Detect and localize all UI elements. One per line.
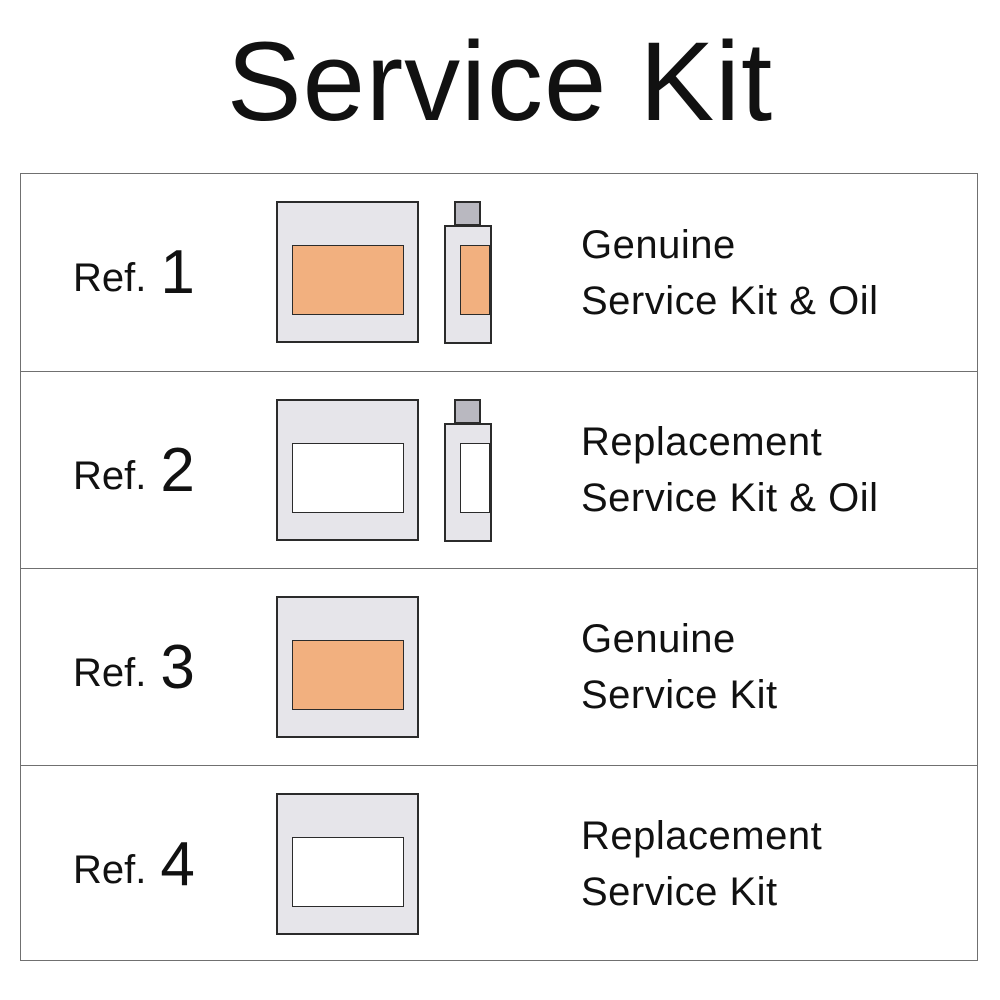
description-line-2: Service Kit & Oil <box>581 278 879 323</box>
ref-label: Ref. 3 <box>73 569 195 765</box>
oil-bottle-cap-icon <box>454 201 481 226</box>
service-kit-box-icon <box>276 793 419 935</box>
service-kit-table: Ref. 1 Genuine Service Kit & Oil Ref. 2 … <box>20 173 978 961</box>
bottle-label-panel <box>460 245 490 315</box>
ref-number: 2 <box>160 435 195 505</box>
kit-label-panel <box>292 837 404 907</box>
table-row: Ref. 1 Genuine Service Kit & Oil <box>21 174 977 371</box>
page-title: Service Kit <box>226 19 774 144</box>
kit-label-panel <box>292 640 404 710</box>
ref-number: 3 <box>160 632 195 702</box>
kit-label-panel <box>292 245 404 315</box>
oil-bottle-cap-icon <box>454 399 481 424</box>
description-line-1: Genuine <box>581 222 736 267</box>
description-line-1: Genuine <box>581 617 736 661</box>
ref-word: Ref. <box>73 256 147 300</box>
ref-label: Ref. 4 <box>73 766 195 962</box>
description-line-2: Service Kit <box>581 870 778 914</box>
description-line-1: Replacement <box>581 420 823 464</box>
table-row: Ref. 3 Genuine Service Kit <box>21 568 977 765</box>
ref-word: Ref. <box>73 453 147 498</box>
table-row: Ref. 4 Replacement Service Kit <box>21 765 977 962</box>
service-kit-box-icon <box>276 201 419 343</box>
kit-description: Replacement Service Kit & Oil <box>581 372 878 568</box>
kit-description: Replacement Service Kit <box>581 766 822 962</box>
oil-bottle-icon <box>444 225 492 344</box>
ref-number: 1 <box>160 238 195 307</box>
table-row: Ref. 2 Replacement Service Kit & Oil <box>21 371 977 568</box>
service-kit-box-icon <box>276 596 419 738</box>
description-line-2: Service Kit <box>581 673 778 717</box>
service-kit-box-icon <box>276 399 419 541</box>
kit-label-panel <box>292 443 404 513</box>
ref-label: Ref. 2 <box>73 372 195 568</box>
description-line-2: Service Kit & Oil <box>581 476 879 520</box>
ref-label: Ref. 1 <box>73 174 195 371</box>
oil-bottle-icon <box>444 423 492 542</box>
ref-word: Ref. <box>73 847 147 892</box>
description-line-1: Replacement <box>581 814 823 858</box>
ref-number: 4 <box>160 829 195 899</box>
kit-description: Genuine Service Kit <box>581 569 778 765</box>
ref-word: Ref. <box>73 650 147 695</box>
kit-description: Genuine Service Kit & Oil <box>581 174 878 371</box>
bottle-label-panel <box>460 443 490 513</box>
